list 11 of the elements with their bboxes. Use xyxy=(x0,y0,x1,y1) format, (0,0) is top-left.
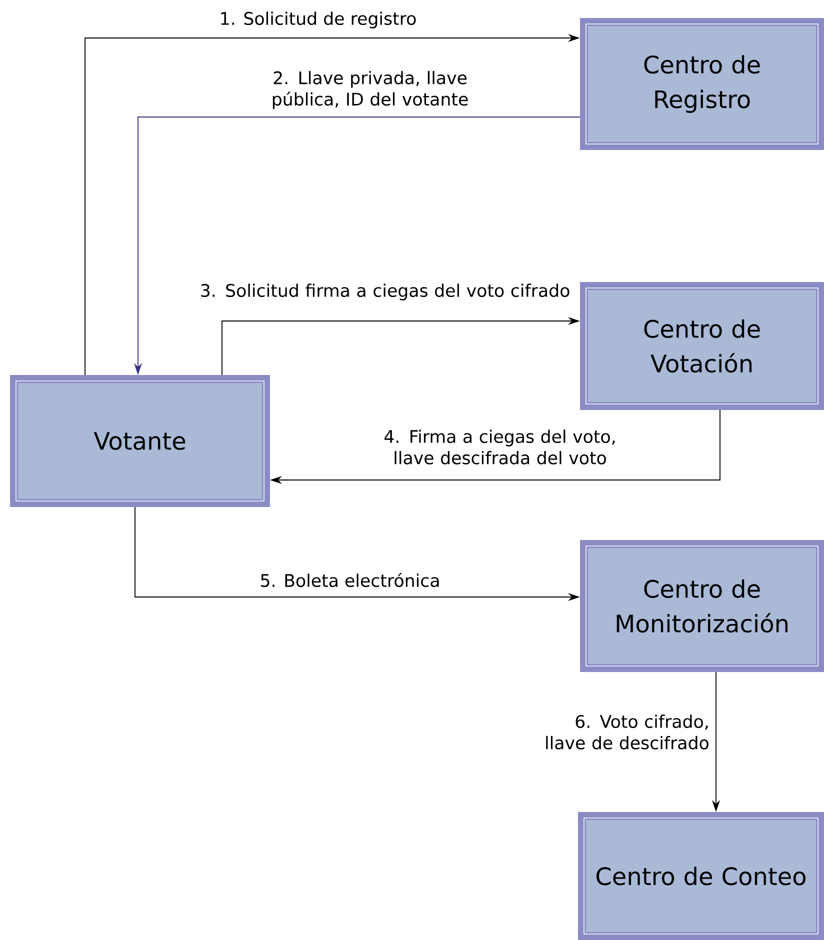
edge-label: 5. Boleta electrónica xyxy=(261,572,439,588)
edge-label: 3. Solicitud firma a ciegas del voto cifrado xyxy=(201,284,570,300)
edge-label: 1. Solicitud de registro xyxy=(221,12,416,28)
edge-label: 6. Voto cifrado, llave de descifrado xyxy=(546,714,708,750)
process-box: Centro de Votación xyxy=(580,282,824,410)
process-box: Votante xyxy=(10,375,270,507)
process-box: Centro de Registro xyxy=(580,18,824,150)
edge-label: 2. Llave privada, llave pública, ID del votante xyxy=(272,70,468,110)
process-box: Centro de Conteo xyxy=(578,812,824,940)
process-box: Centro de Monitorización xyxy=(580,540,824,672)
edge-label: 4. Firma a ciegas del voto, llave descifrada del voto xyxy=(384,430,615,464)
